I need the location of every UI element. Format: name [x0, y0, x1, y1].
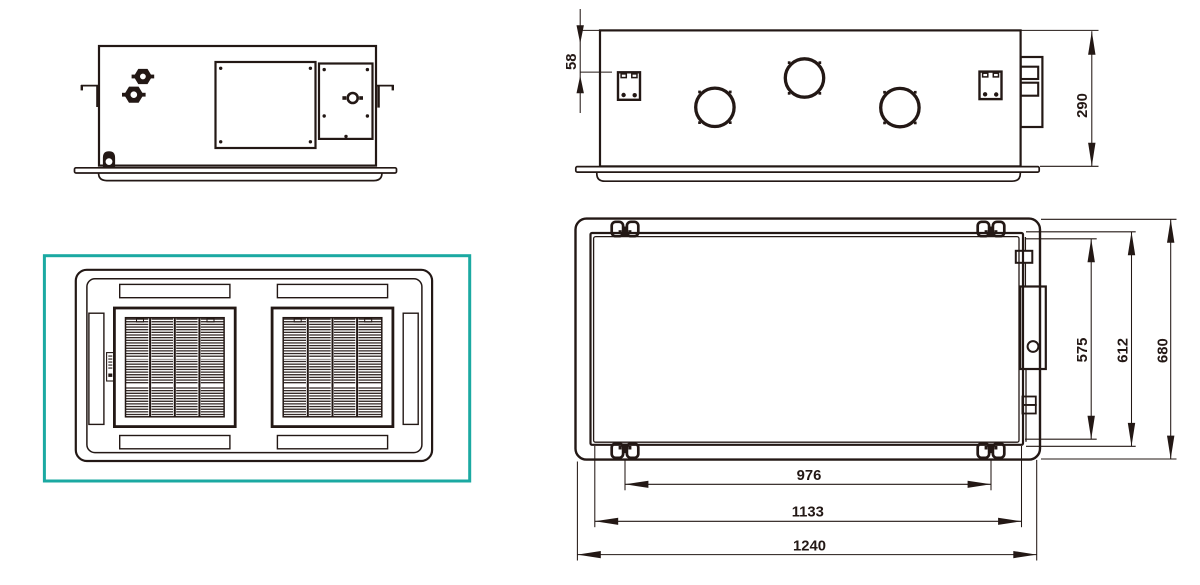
svg-text:58: 58	[564, 54, 580, 70]
svg-text:612: 612	[1116, 338, 1132, 363]
svg-text:680: 680	[1155, 338, 1171, 363]
svg-text:290: 290	[1075, 93, 1091, 118]
svg-text:575: 575	[1075, 338, 1091, 363]
svg-text:1240: 1240	[793, 538, 826, 554]
svg-text:976: 976	[797, 468, 822, 484]
svg-text:1133: 1133	[792, 504, 824, 520]
